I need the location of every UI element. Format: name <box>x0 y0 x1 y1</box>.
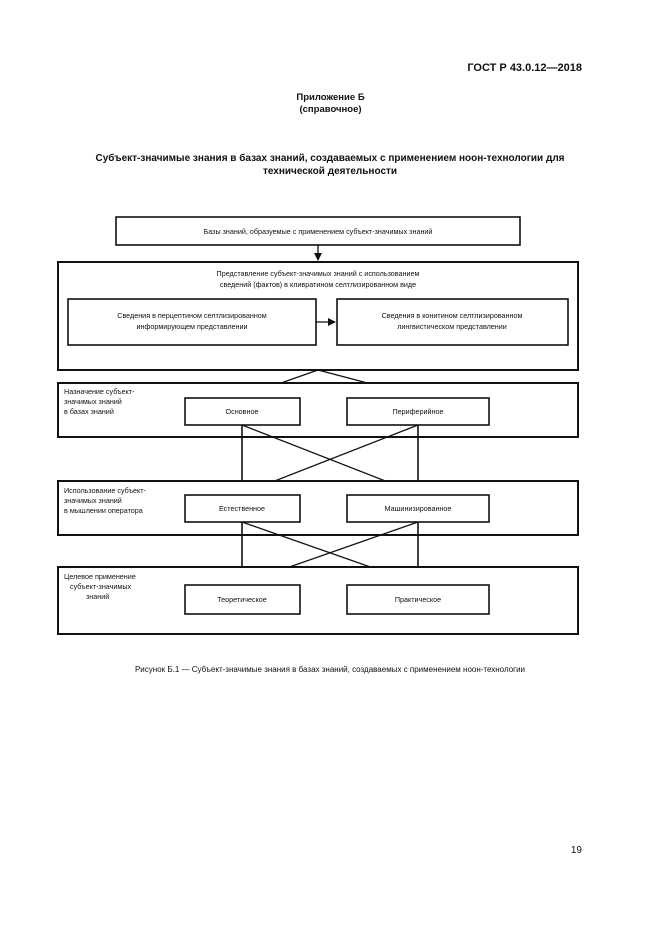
usage-band <box>57 480 579 536</box>
usage-label-line-3: в мышлении оператора <box>64 506 143 515</box>
annex-subtitle: (справочное) <box>299 104 362 115</box>
application-label-line-3: знаний <box>86 592 109 601</box>
heading-line-2: технической деятельности <box>262 166 398 177</box>
peripheral-purpose-box <box>346 397 490 426</box>
machine-usage-box <box>346 494 490 523</box>
natural-usage-label: Естественное <box>219 504 265 513</box>
cognitive-info-line-1: Сведения в конитином селтлизированном <box>382 311 523 320</box>
purpose-band <box>57 382 579 438</box>
usage-label-line-1: Использование субъект- <box>64 486 147 495</box>
flow-diagram: Базы знаний, образуемые с применением су… <box>57 216 579 635</box>
application-label-line-2: субъект-значимых <box>70 582 132 591</box>
theoretical-label: Теоретическое <box>217 595 267 604</box>
natural-usage-box <box>184 494 301 523</box>
section-heading: Субъект-значимые знания в базах знаний, … <box>40 152 620 178</box>
purpose-label-line-3: в базах знаний <box>64 407 114 416</box>
application-label-line-1: Целевое применение <box>64 572 136 581</box>
practical-box <box>346 584 490 615</box>
figure-caption: Рисунок Б.1 — Субъект-значимые знания в … <box>134 665 526 674</box>
perceptual-info-box <box>67 298 317 346</box>
top-box-label: Базы знаний, образуемые с применением су… <box>204 227 433 236</box>
practical-label: Практическое <box>395 595 441 604</box>
main-purpose-label: Основное <box>226 407 259 416</box>
top-box <box>115 216 521 246</box>
main-purpose-box <box>184 397 301 426</box>
perceptual-info-line-2: информирующем представлении <box>136 322 247 331</box>
cognitive-info-line-2: лингвистическом представлении <box>397 322 507 331</box>
peripheral-purpose-label: Периферийное <box>392 407 443 416</box>
usage-label-line-2: значимых знаний <box>64 496 122 505</box>
perceptual-info-line-1: Сведения в перцептином селтлизированном <box>117 311 267 320</box>
application-band <box>57 566 579 635</box>
cognitive-info-box <box>336 298 569 346</box>
heading-line-1: Субъект-значимые знания в базах знаний, … <box>95 153 565 164</box>
machine-usage-label: Машинизированное <box>385 504 452 513</box>
purpose-label-line-1: Назначение субъект- <box>64 387 135 396</box>
page-number: 19 <box>570 845 582 856</box>
annex-title: Приложение Б <box>296 92 365 103</box>
purpose-label-line-2: значимых знаний <box>64 397 122 406</box>
theoretical-box <box>184 584 301 615</box>
representation-title-line-2: сведений (фактов) в кливратином селтлизи… <box>220 280 416 289</box>
representation-title-line-1: Представление субъект-значимых знаний с … <box>217 269 420 278</box>
document-code: ГОСТ Р 43.0.12—2018 <box>467 62 582 74</box>
